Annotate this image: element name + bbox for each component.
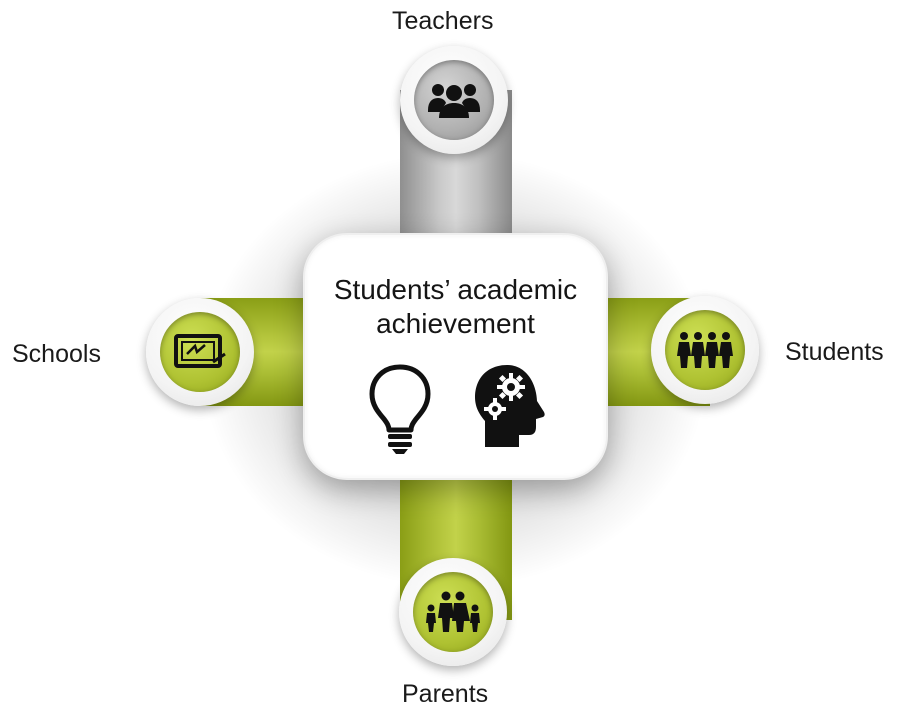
center-title-line1: Students’ academic: [333, 274, 578, 305]
lightbulb-icon: [369, 364, 431, 454]
teachers-node: [400, 46, 508, 154]
chalkboard-icon: [174, 334, 226, 368]
head-gears-icon: [475, 365, 545, 447]
group-people-icon: [428, 84, 480, 118]
parents-label: Parents: [402, 680, 489, 708]
family-icon: [426, 591, 480, 632]
center-title: Students’ academic achievement: [305, 273, 606, 341]
students-label: Students: [785, 338, 884, 366]
teachers-label: Teachers: [392, 7, 494, 35]
schools-label: Schools: [12, 340, 101, 368]
students-row-icon: [677, 332, 733, 368]
center-title-line2: achievement: [376, 308, 535, 339]
parents-node: [399, 558, 507, 666]
center-box: Students’ academic achievement: [303, 233, 608, 480]
schools-disc: [160, 312, 240, 392]
students-disc: [665, 310, 745, 390]
students-node: [651, 296, 759, 404]
teachers-disc: [414, 60, 494, 140]
parents-disc: [413, 572, 493, 652]
schools-node: [146, 298, 254, 406]
